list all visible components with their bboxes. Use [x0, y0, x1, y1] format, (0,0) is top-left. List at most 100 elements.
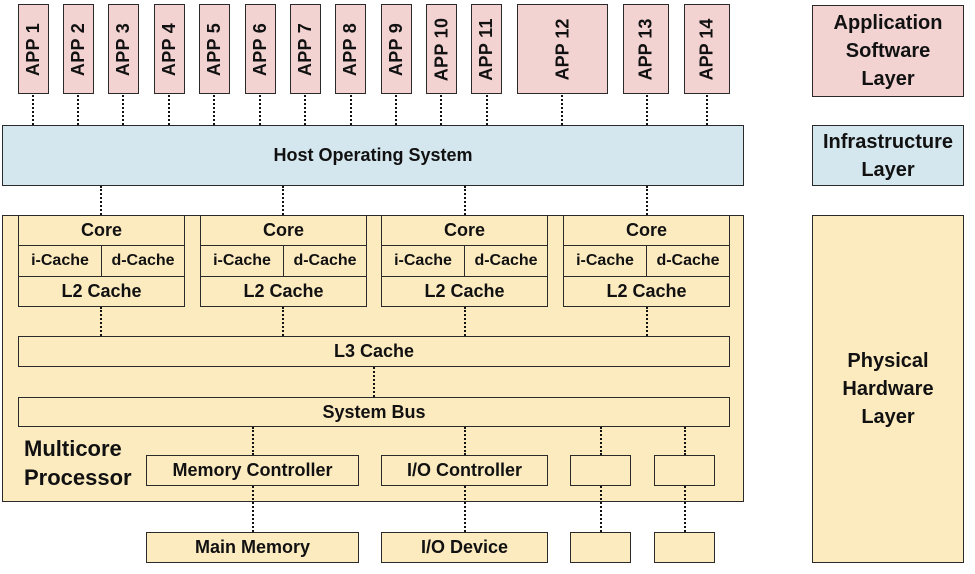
- label-line: Layer: [861, 406, 915, 428]
- connector: [561, 95, 563, 125]
- connector: [684, 486, 686, 532]
- connector: [100, 186, 102, 215]
- app-box-8: APP 8: [335, 4, 366, 94]
- extra-controller-box-1: [570, 455, 631, 486]
- core-cell: Core: [563, 215, 730, 246]
- connector: [213, 95, 215, 125]
- app-label: APP 12: [552, 18, 572, 80]
- app-box-7: APP 7: [290, 4, 321, 94]
- l2-cache-cell: L2 Cache: [381, 276, 548, 307]
- connector: [373, 367, 375, 397]
- app-box-6: APP 6: [245, 4, 276, 94]
- app-box-10: APP 10: [426, 4, 457, 94]
- app-label: APP 4: [159, 22, 180, 76]
- connector: [122, 95, 124, 125]
- connector: [464, 427, 466, 455]
- app-label: APP 7: [295, 22, 316, 76]
- system-bus-bar: System Bus: [18, 397, 730, 427]
- infrastructure-layer-label: Infrastructure Layer: [812, 125, 964, 186]
- extra-device-box-2: [654, 532, 715, 563]
- connector: [350, 95, 352, 125]
- label-line: Hardware: [842, 378, 934, 400]
- app-box-12: APP 12: [517, 4, 608, 94]
- app-box-5: APP 5: [199, 4, 230, 94]
- connector: [464, 307, 466, 336]
- app-label: APP 3: [113, 22, 134, 76]
- app-label: APP 13: [635, 18, 656, 80]
- app-label: APP 2: [68, 22, 89, 76]
- label-line: Physical: [847, 350, 929, 372]
- icache-cell: i-Cache: [18, 245, 102, 277]
- connector: [168, 95, 170, 125]
- connector: [259, 95, 261, 125]
- connector: [486, 95, 488, 125]
- connector: [464, 486, 466, 532]
- app-box-3: APP 3: [108, 4, 139, 94]
- app-label: APP 10: [431, 17, 452, 81]
- app-box-9: APP 9: [381, 4, 412, 94]
- dcache-cell: d-Cache: [646, 245, 730, 277]
- core-cell: Core: [381, 215, 548, 246]
- extra-device-box-1: [570, 532, 631, 563]
- connector: [646, 186, 648, 215]
- connector: [304, 95, 306, 125]
- memory-controller-box: Memory Controller: [146, 455, 359, 486]
- dcache-cell: d-Cache: [464, 245, 548, 277]
- connector: [600, 486, 602, 532]
- extra-controller-box-2: [654, 455, 715, 486]
- connector: [77, 95, 79, 125]
- application-software-layer-label: Application Software Layer: [812, 5, 964, 97]
- connector: [440, 95, 442, 125]
- core-cell: Core: [200, 215, 367, 246]
- io-controller-box: I/O Controller: [381, 455, 548, 486]
- label-line: Multicore: [24, 436, 122, 461]
- app-label: APP 6: [250, 22, 271, 76]
- app-label: APP 1: [23, 22, 44, 76]
- dcache-cell: d-Cache: [101, 245, 185, 277]
- io-device-box: I/O Device: [381, 532, 548, 563]
- host-os-box: Host Operating System: [2, 125, 744, 186]
- app-label: APP 11: [476, 17, 497, 81]
- connector: [706, 95, 708, 125]
- app-box-13: APP 13: [623, 4, 669, 94]
- app-label: APP 5: [204, 22, 225, 76]
- icache-cell: i-Cache: [381, 245, 465, 277]
- app-box-1: APP 1: [18, 4, 49, 94]
- label-line: Software: [845, 40, 931, 62]
- core-cell: Core: [18, 215, 185, 246]
- connector: [32, 95, 34, 125]
- label-line: Application: [833, 12, 943, 34]
- connector: [600, 427, 602, 455]
- app-box-4: APP 4: [154, 4, 185, 94]
- multicore-processor-label: Multicore Processor: [24, 434, 132, 492]
- connector: [252, 427, 254, 455]
- icache-cell: i-Cache: [200, 245, 284, 277]
- l3-cache-bar: L3 Cache: [18, 336, 730, 367]
- l2-cache-cell: L2 Cache: [18, 276, 185, 307]
- connector: [282, 186, 284, 215]
- app-label: APP 8: [340, 22, 361, 76]
- app-label: APP 9: [386, 22, 407, 76]
- connector: [252, 486, 254, 532]
- l2-cache-cell: L2 Cache: [200, 276, 367, 307]
- label-line: Layer: [861, 158, 915, 181]
- icache-cell: i-Cache: [563, 245, 647, 277]
- connector: [464, 186, 466, 215]
- connector: [646, 307, 648, 336]
- app-box-11: APP 11: [471, 4, 502, 94]
- physical-hardware-layer-label: Physical Hardware Layer: [812, 215, 964, 563]
- label-line: Infrastructure: [822, 130, 954, 153]
- connector: [684, 427, 686, 455]
- connector: [646, 95, 648, 125]
- app-box-14: APP 14: [684, 4, 730, 94]
- connector: [395, 95, 397, 125]
- app-box-2: APP 2: [63, 4, 94, 94]
- label-line: Layer: [861, 68, 915, 90]
- l2-cache-cell: L2 Cache: [563, 276, 730, 307]
- app-label: APP 14: [696, 18, 717, 80]
- main-memory-box: Main Memory: [146, 532, 359, 563]
- host-os-label: Host Operating System: [273, 145, 473, 165]
- dcache-cell: d-Cache: [283, 245, 367, 277]
- label-line: Processor: [24, 465, 132, 490]
- connector: [282, 307, 284, 336]
